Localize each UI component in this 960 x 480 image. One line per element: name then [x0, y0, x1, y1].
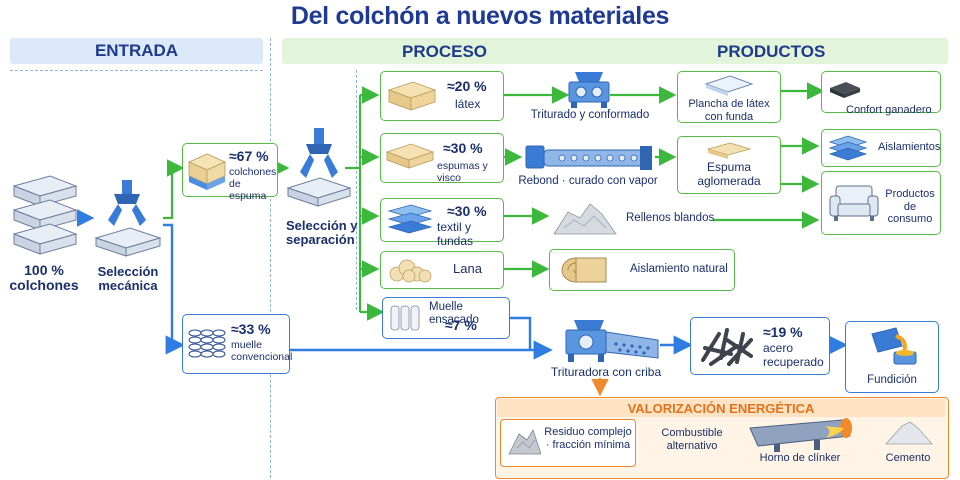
insulation-box: Aislamientos: [821, 129, 941, 167]
header-proceso-productos: PROCESO PRODUCTOS: [282, 38, 948, 64]
header-entrada: ENTRADA: [10, 38, 263, 64]
steel-box: ≈19 % acero recuperado: [690, 317, 830, 375]
mattress-stack-icon: [12, 175, 78, 255]
latex-label: látex: [455, 97, 481, 111]
natural-insulation-box: Aislamiento natural: [549, 249, 735, 291]
input-label: colchones: [9, 277, 79, 294]
latex-percent: ≈20 %: [447, 78, 487, 94]
foams-label: espumas y visco: [437, 160, 488, 185]
pocket-spring-box: Muelle ensacado ≈7 %: [382, 297, 510, 339]
foam-percent: ≈67 %: [229, 148, 269, 164]
residue-label: Residuo complejo · fracción mínima: [544, 426, 632, 451]
textile-percent: ≈30 %: [447, 203, 487, 219]
confort-box: Confort ganadero: [821, 71, 941, 116]
shredder-machine-icon: [568, 72, 610, 108]
foam-slab-icon: [385, 143, 435, 169]
latex-sheet-box: Plancha de látex con funda: [677, 71, 781, 123]
foundry-ladle-icon: [871, 327, 917, 365]
spring-coil-icon: [188, 329, 226, 358]
wool-box: Lana: [380, 251, 504, 289]
foam-block-icon: [188, 153, 226, 190]
cement-label: Cemento: [885, 452, 931, 464]
foams-box: ≈30 % espumas y visco: [380, 133, 504, 185]
latex-sheet-icon: [704, 75, 754, 96]
rebond-extruder-icon: [525, 145, 652, 170]
textile-label: textil y fundas: [437, 220, 474, 248]
mechanical-selection-label: Selección mecánica: [97, 264, 159, 294]
textile-product-label: Rellenos blandos: [626, 212, 715, 224]
foundry-label: Fundición: [867, 374, 917, 386]
divider-top-left: [10, 70, 263, 71]
steel-label: acero recuperado: [763, 341, 824, 369]
page-title: Del colchón a nuevos materiales: [290, 2, 670, 30]
insulation-label: Aislamientos: [878, 141, 941, 153]
latex-box: ≈20 % látex: [380, 71, 504, 121]
insulation-panels-icon: [828, 135, 868, 161]
steel-percent: ≈19 %: [763, 324, 803, 340]
separation-claw-icon: [286, 128, 352, 207]
wool-product-label: Aislamiento natural: [630, 263, 728, 275]
textile-box: ≈30 % textil y fundas: [380, 198, 504, 248]
input-percent: 100 %: [24, 262, 64, 278]
shredder-label: Trituradora con criba: [550, 365, 662, 379]
residue-pile-icon: [508, 429, 541, 455]
foundry-box: Fundición: [845, 321, 939, 393]
kiln-label: Horno de clínker: [759, 452, 841, 464]
confort-label: Confort ganadero: [846, 104, 932, 116]
wool-label: Lana: [453, 261, 482, 276]
agglomerated-foam-icon: [706, 142, 752, 159]
agglomerated-label: Espuma aglomerada: [697, 160, 761, 188]
pocket-spring-label: Muelle ensacado: [429, 301, 479, 327]
foam-label: colchones de espuma: [229, 166, 277, 203]
divider-proceso: [356, 70, 357, 310]
foam-mattress-box: ≈67 % colchones de espuma: [182, 143, 278, 202]
consumer-products-label: Productos de consumo: [885, 188, 935, 226]
spring-mattress-box: ≈33 % muelle convencional: [182, 314, 293, 374]
fuel-label: Combustible alternativo: [661, 427, 723, 452]
spring-percent: ≈33 %: [231, 321, 271, 337]
wool-roll-icon: [561, 257, 607, 283]
soft-fill-pile-icon: [553, 203, 617, 235]
screen-shredder-icon: [565, 320, 659, 362]
textile-stack-icon: [387, 204, 433, 234]
consumer-products-box: Productos de consumo: [821, 171, 941, 235]
claw-grabber-icon: [94, 180, 162, 257]
selection-separation-label: Selección y separación: [286, 218, 358, 248]
steel-scrap-icon: [701, 328, 753, 366]
divider-entrada: [270, 38, 271, 478]
rubber-mat-icon: [830, 82, 860, 98]
spring-label: muelle convencional: [231, 339, 293, 364]
cement-pile-icon: [885, 421, 933, 445]
latex-machine-label: Triturado y conformado: [530, 109, 650, 121]
sofa-icon: [829, 185, 879, 221]
pocket-spring-percent: ≈7 %: [445, 317, 477, 333]
foams-percent: ≈30 %: [443, 140, 483, 156]
foams-machine-label: Rebond · curado con vapor: [518, 175, 658, 187]
pocket-spring-icon: [390, 305, 420, 331]
energy-recovery-header: VALORIZACIÓN ENERGÉTICA: [497, 399, 945, 417]
latex-block-icon: [387, 81, 437, 111]
residue-box: Residuo complejo · fracción mínima: [500, 419, 636, 467]
wool-pile-icon: [389, 259, 432, 283]
header-proceso: PROCESO: [402, 42, 488, 61]
clinker-kiln-icon: [749, 418, 852, 452]
agglomerated-box: Espuma aglomerada: [677, 136, 781, 194]
latex-sheet-label: Plancha de látex con funda: [688, 98, 770, 123]
header-productos: PRODUCTOS: [717, 42, 826, 61]
